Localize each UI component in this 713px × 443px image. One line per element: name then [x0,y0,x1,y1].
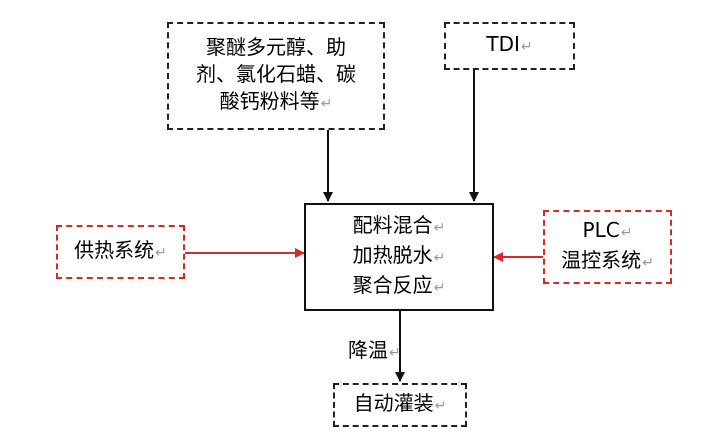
reactor-line-2: 加热脱水↵ [352,243,446,267]
cooling-edge-label: 降温↵ [348,338,401,362]
reactor-box: 配料混合↵ 加热脱水↵ 聚合反应↵ [304,203,494,311]
return-mark: ↵ [620,225,633,241]
reactor-line-3: 聚合反应↵ [352,273,446,297]
raw-materials-box: 聚醚多元醇、助 剂、氯化石蜡、碳 酸钙粉料等↵ [167,22,385,130]
auto-filling-box: 自动灌装↵ [333,383,467,427]
return-mark: ↵ [320,96,333,112]
raw-materials-line-2: 剂、氯化石蜡、碳 [196,62,356,86]
tdi-label: TDI↵ [486,32,533,56]
return-mark: ↵ [155,245,167,261]
tdi-box: TDI↵ [444,22,575,70]
return-mark: ↵ [433,280,446,296]
plc-temperature-control-box: PLC↵ 温控系统↵ [543,210,672,284]
return-mark: ↵ [433,220,446,236]
raw-materials-line-3: 酸钙粉料等↵ [219,89,333,113]
auto-filling-label: 自动灌装↵ [353,391,447,415]
temperature-control-label: 温控系统↵ [561,248,654,272]
heating-system-label: 供热系统↵ [74,238,167,262]
return-mark: ↵ [433,250,446,266]
reactor-line-1: 配料混合↵ [352,213,446,237]
raw-materials-line-1: 聚醚多元醇、助 [206,35,346,59]
return-mark: ↵ [642,255,654,271]
return-mark: ↵ [434,398,447,414]
return-mark: ↵ [389,345,401,361]
plc-label: PLC↵ [582,218,633,242]
heating-system-box: 供热系统↵ [56,225,185,279]
return-mark: ↵ [520,39,533,55]
